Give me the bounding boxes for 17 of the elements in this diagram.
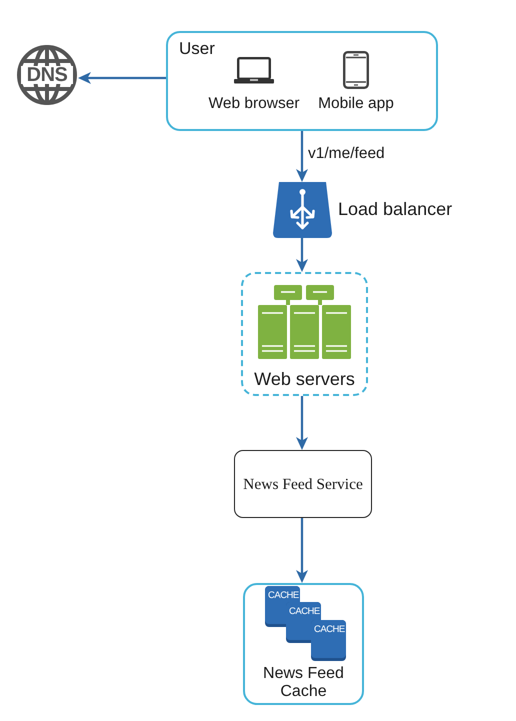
- group-label: News Feed Cache: [262, 665, 345, 701]
- node-label: Load balancer: [338, 199, 452, 220]
- server-group-box: [241, 272, 368, 396]
- group-label: Web servers: [254, 369, 355, 390]
- arrow: [296, 131, 308, 182]
- cache-group-box: [243, 583, 364, 705]
- arrow: [296, 396, 308, 450]
- globe-label: DNS: [26, 64, 68, 86]
- device-label: Mobile app: [318, 95, 394, 113]
- service-label: News Feed Service: [243, 474, 363, 494]
- arrow: [296, 518, 308, 583]
- client-group-box: [166, 31, 438, 131]
- arrow: [296, 238, 308, 272]
- arrow: [78, 72, 166, 84]
- service-box: [234, 450, 372, 518]
- group-title: User: [179, 39, 215, 59]
- device-label: Web browser: [208, 95, 300, 113]
